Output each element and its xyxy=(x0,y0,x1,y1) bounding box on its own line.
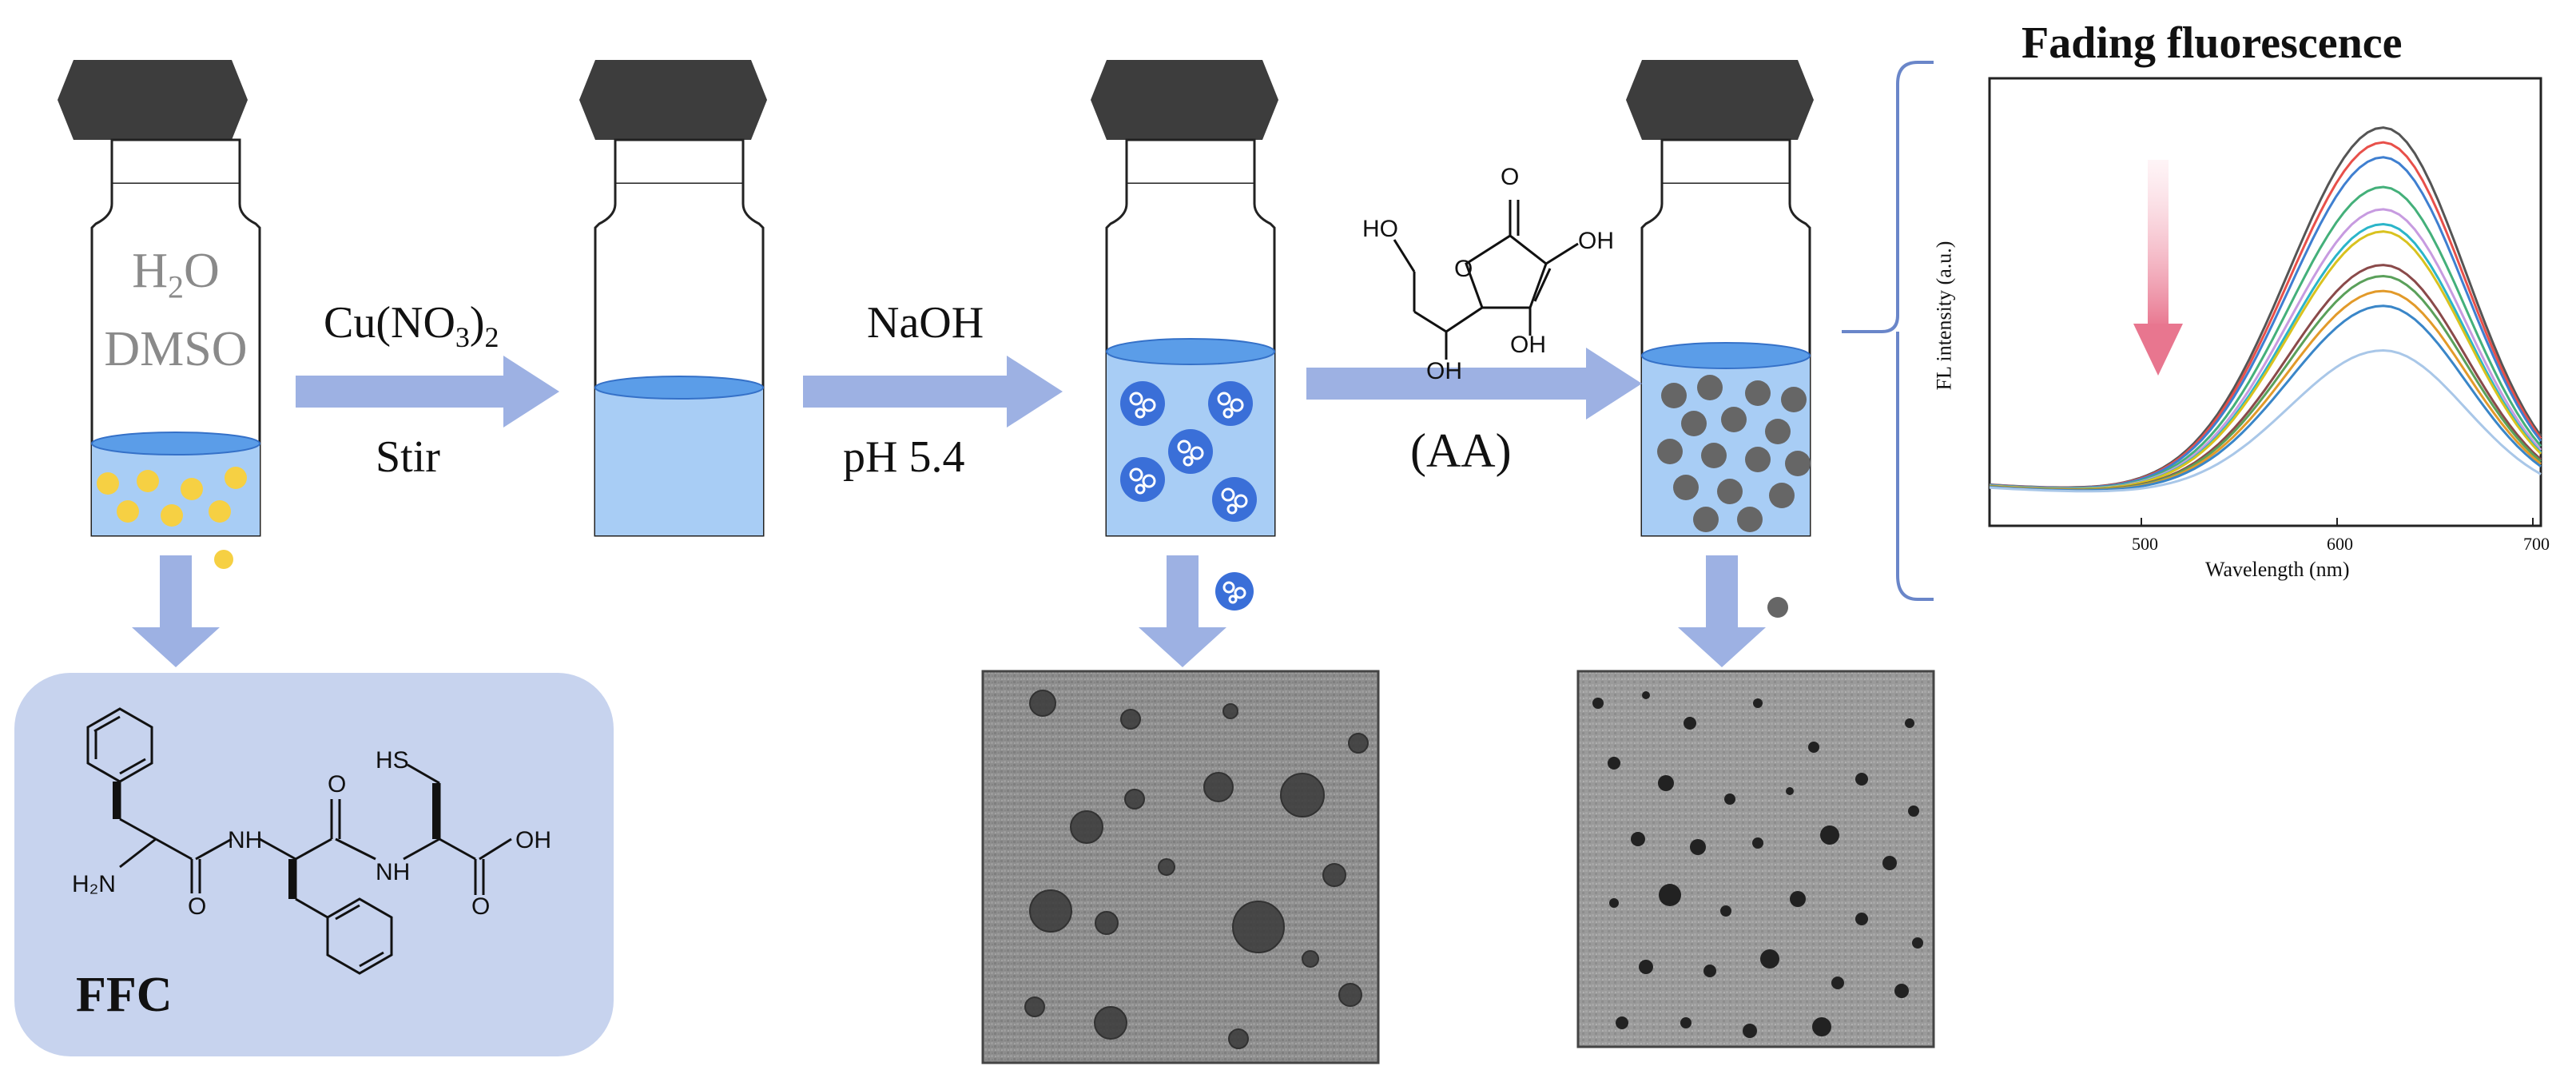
copper-assemblies xyxy=(1120,381,1257,522)
down-arrows xyxy=(132,555,1766,667)
ffc-name: FFC xyxy=(76,968,173,1022)
h2o-sub: 2 xyxy=(168,268,184,305)
plot-frame xyxy=(1988,77,2542,527)
ffc-nh-1: NH xyxy=(228,827,263,853)
vial-1 xyxy=(58,60,261,537)
aa-structure xyxy=(1393,200,1579,360)
fl-plot xyxy=(1988,77,2542,527)
aa-oh-right: OH xyxy=(1578,228,1614,254)
vial-cap xyxy=(1626,60,1814,140)
arrow-step-1 xyxy=(296,356,559,428)
ffc-structure xyxy=(86,707,512,975)
ffc-h2n: H₂N xyxy=(72,871,116,897)
ffc-hs: HS xyxy=(376,747,409,774)
dmso-label: DMSO xyxy=(104,322,248,377)
aa-ho: HO xyxy=(1362,216,1398,242)
gold-dot-legend xyxy=(214,550,233,569)
cu-assembly-legend xyxy=(1215,572,1254,611)
reagent-ph: pH 5.4 xyxy=(843,432,965,482)
dark-nanoparticles xyxy=(1657,375,1811,532)
gold-nanoclusters xyxy=(97,467,247,527)
vial1-solvent-label: H2O DMSO xyxy=(88,240,264,380)
ffc-o-3: O xyxy=(471,893,491,920)
aa-o-carbonyl: O xyxy=(1501,164,1520,190)
vial-cap xyxy=(1091,60,1278,140)
vial-cap xyxy=(579,60,767,140)
ffc-o-1: O xyxy=(188,893,207,920)
plot-xlabel: Wavelength (nm) xyxy=(2205,558,2350,581)
vial-4 xyxy=(1626,60,1814,537)
aa-oh-bottom-2: OH xyxy=(1426,358,1462,384)
dark-dot-legend xyxy=(1767,597,1788,618)
reagent-cu-no3: Cu(NO3)2 xyxy=(324,298,499,354)
aa-o-ring: O xyxy=(1454,256,1473,282)
h2o-o: O xyxy=(184,244,220,298)
vial-2 xyxy=(579,60,767,537)
xtick-500: 500 xyxy=(2132,534,2158,554)
arrow-step-3 xyxy=(1306,348,1642,420)
fading-arrow-shaft xyxy=(2148,160,2169,328)
vial-3 xyxy=(1091,60,1278,537)
xtick-700: 700 xyxy=(2523,534,2550,554)
fl-curves xyxy=(1989,126,2542,493)
xtick-600: 600 xyxy=(2327,534,2353,554)
plot-title: Fading fluorescence xyxy=(2021,18,2403,68)
liquid xyxy=(595,388,763,535)
bracket xyxy=(1842,61,1934,601)
h2o-h: H xyxy=(132,244,168,298)
plot-ylabel: FL intensity (a.u.) xyxy=(1932,241,1956,391)
ffc-box xyxy=(14,673,614,1056)
aa-oh-bottom-1: OH xyxy=(1510,332,1546,358)
ffc-oh: OH xyxy=(515,827,551,853)
fl-curve-12 xyxy=(1989,348,2542,493)
reagent-naoh: NaOH xyxy=(867,298,984,348)
vial-cap xyxy=(58,60,248,140)
fading-arrow-head xyxy=(2133,324,2183,376)
arrow-step-2 xyxy=(803,356,1063,428)
ffc-nh-2: NH xyxy=(376,859,411,885)
tem-image-right xyxy=(1576,670,1935,1048)
tem-image-left xyxy=(981,670,1380,1064)
reagent-stir: Stir xyxy=(376,432,440,482)
process-arrows xyxy=(296,348,1642,428)
ffc-o-2: O xyxy=(328,771,347,798)
reagent-aa: (AA) xyxy=(1410,424,1512,477)
